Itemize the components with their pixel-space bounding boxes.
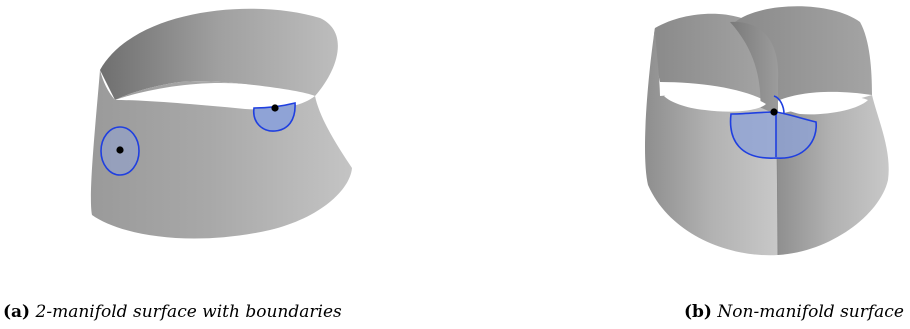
panel-a-surface bbox=[91, 9, 352, 239]
caption-b-label: (b) bbox=[684, 302, 712, 322]
caption-a-label: (a) bbox=[3, 302, 30, 322]
non-manifold-neighborhood bbox=[731, 112, 817, 158]
caption-b-text: Non-manifold surface bbox=[717, 302, 904, 322]
caption-b: (b) Non-manifold surface bbox=[684, 302, 904, 322]
non-manifold-point bbox=[770, 108, 777, 115]
caption-a: (a) 2-manifold surface with boundaries bbox=[3, 302, 342, 322]
interior-point bbox=[116, 146, 123, 153]
caption-a-text: 2-manifold surface with boundaries bbox=[36, 302, 342, 322]
boundary-point bbox=[271, 104, 278, 111]
panel-b-surface bbox=[645, 6, 889, 255]
